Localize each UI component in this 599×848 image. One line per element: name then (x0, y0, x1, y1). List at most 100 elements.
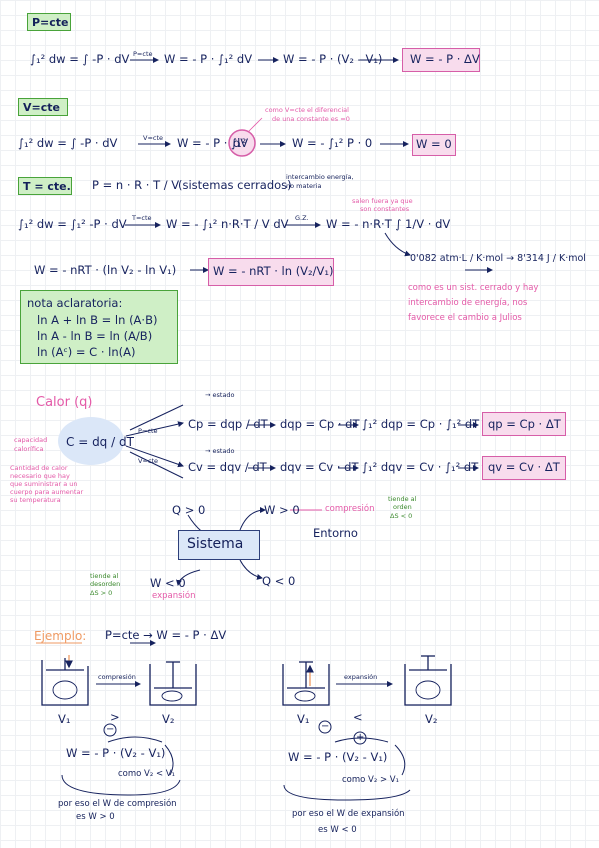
condition-note: como V₂ < V₁ (118, 769, 176, 779)
equation: W = - ∫₁² n·R·T / V dV (166, 217, 289, 231)
equation: ∫₁² dw = ∫ -P · dV (30, 52, 130, 66)
equation: dqv = Cv · dT (280, 460, 359, 474)
side-note: → estado (205, 391, 235, 399)
annotation-note: intercambio de energía, nos (408, 298, 528, 308)
conclusion: por eso el W de compresión (58, 799, 177, 809)
entropy-note: ΔS < 0 (390, 512, 413, 520)
side-note: → estado (205, 447, 235, 455)
heat-title: Calor (q) (36, 395, 93, 410)
equation: Cv = dqv / dT (188, 460, 267, 474)
system-box (178, 530, 260, 560)
equation: ∫₁² dqv = Cv · ∫₁² dT (362, 460, 479, 474)
work-in-label: W > 0 (264, 503, 300, 517)
annotation-note: calorífica (14, 445, 44, 453)
conclusion: es W < 0 (318, 825, 357, 835)
compression-label: compresión (325, 504, 375, 514)
expansion-label: expansión (152, 591, 196, 601)
annotation-note: que suministrar a un (10, 480, 78, 488)
condition-note: como V₂ > V₁ (342, 775, 400, 785)
arrow-label: V=cte (138, 457, 159, 465)
annotation-note: como es un sist. cerrado y hay (408, 283, 539, 293)
equation: ∫₁² dw = ∫₁² -P · dV (18, 217, 127, 231)
annotation-note: Cantidad de calor (10, 464, 68, 472)
heat-out-label: Q < 0 (262, 574, 296, 588)
annotation-note: necesario que hay (10, 472, 70, 480)
equation: W = - P · (V₂ - V₁) (66, 746, 166, 760)
note-line: ln A - ln B = ln (A/B) (37, 329, 153, 343)
annotation-note: son constantes (360, 205, 410, 213)
entropy-note: desorden (90, 580, 121, 588)
arrow-label: P=cte (138, 427, 158, 435)
sign-mark: + (356, 732, 365, 743)
section-title-box (27, 13, 71, 31)
comparison-sign: > (110, 710, 120, 724)
compression-arrow-label: compresión (98, 673, 136, 681)
equation: W = - P · (V₂ - V₁) (288, 750, 388, 764)
note-line: ln A + ln B = ln (A·B) (37, 313, 158, 327)
volume-label: V₂ (162, 712, 175, 726)
arrow-label: T=cte (132, 214, 152, 222)
comparison-sign: < (353, 710, 363, 724)
volume-label: V₂ (425, 712, 438, 726)
equation: ∫₁² dqp = Cp · ∫₁² dT (362, 417, 480, 431)
result-equation: qp = Cp · ΔT (488, 417, 561, 431)
systems-note: (sistemas cerrados) (178, 178, 292, 192)
side-note: intercambio energía, (286, 173, 354, 181)
entropy-note: tiende al (388, 495, 417, 503)
annotation-note: de una constante es =0 (272, 115, 350, 123)
result-box (208, 258, 334, 286)
equation: W = - ∫₁² P · 0 (292, 136, 373, 150)
equation: ∫₁² dw = ∫ -P · dV (18, 136, 118, 150)
equation: W = - nRT · (ln V₂ - ln V₁) (34, 263, 177, 277)
entropy-note: tiende al (90, 572, 119, 580)
arrow-label: G.Z. (295, 214, 309, 222)
section-title: P=cte (32, 16, 69, 29)
entropy-note: ΔS > 0 (90, 589, 113, 597)
equation: W = - n·R·T ∫ 1/V · dV (326, 217, 451, 231)
result-box (482, 456, 566, 480)
entropy-note: orden (393, 503, 412, 511)
example-title: Ejemplo: (34, 629, 87, 643)
equation: P = n · R · T / V (92, 178, 180, 192)
heat-capacity-definition: C = dq / dT (66, 435, 134, 449)
annotation-note: salen fuera ya que (352, 197, 413, 205)
surroundings-label: Entorno (313, 526, 358, 540)
conclusion: es W > 0 (76, 812, 115, 822)
result-equation: W = - P · ΔV (410, 52, 480, 66)
system-label: Sistema (187, 536, 244, 552)
volume-label: V₁ (58, 712, 71, 726)
equation: W = - P · ∫₁² (177, 136, 247, 150)
section-title: T = cte. (23, 180, 71, 193)
conclusion: por eso el W de expansión (292, 809, 405, 819)
arrow-label: V=cte (143, 134, 164, 142)
section-title-box (18, 177, 72, 195)
annotation-note: favorece el cambio a Julios (408, 313, 522, 323)
expansion-arrow-label: expansión (344, 673, 378, 681)
sign-mark: − (106, 724, 115, 735)
equation: W = - P · ∫₁² dV (164, 52, 253, 66)
gas-constant: 0'082 atm·L / K·mol → 8'314 J / K·mol (410, 253, 586, 264)
note-line: ln (Aᶜ) = C · ln(A) (37, 345, 136, 359)
annotation-note: como V=cte el diferencial (265, 106, 349, 114)
result-equation: W = 0 (416, 137, 452, 151)
result-equation: W = - nRT · ln (V₂/V₁) (213, 264, 334, 278)
equation: W = - P · (V₂ - V₁) (283, 52, 383, 66)
annotation-note: cuerpo para aumentar (10, 488, 84, 496)
result-box (412, 134, 456, 156)
result-equation: qv = Cv · ΔT (488, 460, 560, 474)
note-title: nota aclaratoria: (27, 296, 123, 310)
annotation-note: capacidad (14, 436, 48, 444)
arrow-label: P=cte (133, 50, 153, 58)
heat-in-label: Q > 0 (172, 503, 206, 517)
circled-term: dV (233, 136, 249, 150)
volume-label: V₁ (297, 712, 310, 726)
side-note: no materia (286, 182, 322, 190)
equation: P=cte → W = - P · ΔV (105, 628, 227, 642)
section-title: V=cte (23, 101, 60, 114)
equation: Cp = dqp / dT (188, 417, 268, 431)
equation: dqp = Cp · dT (280, 417, 360, 431)
annotation-note: su temperatura (10, 496, 61, 504)
work-out-label: W < 0 (150, 576, 186, 590)
result-box (482, 412, 566, 436)
